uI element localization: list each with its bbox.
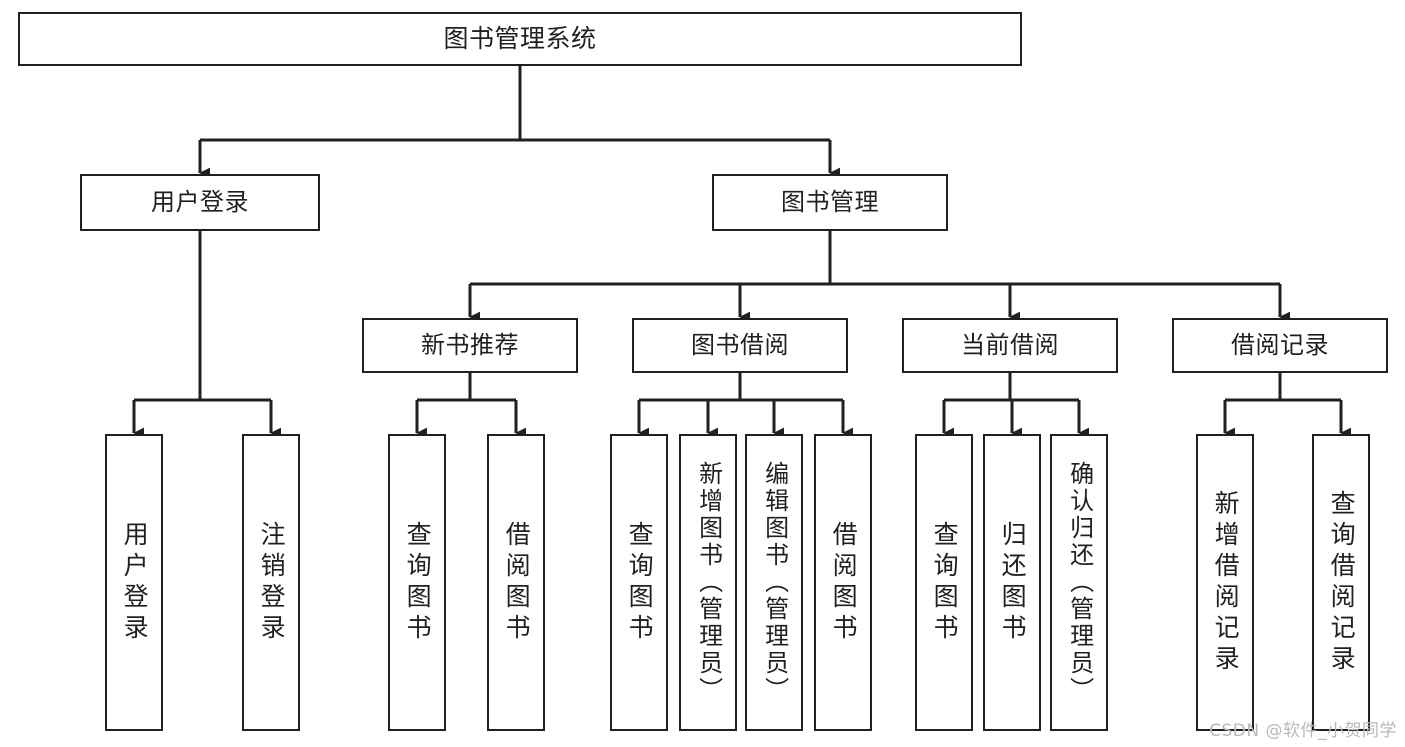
node-leaf-borrow-book-2-label: 借阅图书 <box>829 520 859 645</box>
node-user-login-label: 用户登录 <box>151 188 249 217</box>
node-leaf-return-book-label: 归还图书 <box>998 520 1028 645</box>
node-leaf-add-book-label: 新增图书（管理员） <box>694 461 723 704</box>
node-leaf-user-login[interactable]: 用户登录 <box>105 434 163 731</box>
node-leaf-query-record[interactable]: 查询借阅记录 <box>1312 434 1370 731</box>
node-book-borrow[interactable]: 图书借阅 <box>632 318 848 373</box>
node-leaf-confirm-return[interactable]: 确认归还（管理员） <box>1050 434 1108 731</box>
node-leaf-confirm-return-label: 确认归还（管理员） <box>1065 461 1094 704</box>
node-leaf-return-book[interactable]: 归还图书 <box>983 434 1041 731</box>
node-leaf-query-book-2-label: 查询图书 <box>625 520 655 645</box>
node-borrow-record-label: 借阅记录 <box>1231 331 1329 360</box>
node-root[interactable]: 图书管理系统 <box>18 12 1022 66</box>
node-book-manage-label: 图书管理 <box>781 188 879 217</box>
node-leaf-add-book[interactable]: 新增图书（管理员） <box>679 434 737 731</box>
node-leaf-query-book-1[interactable]: 查询图书 <box>388 434 446 731</box>
node-leaf-add-record-label: 新增借阅记录 <box>1211 489 1241 676</box>
node-leaf-edit-book-label: 编辑图书（管理员） <box>760 461 789 704</box>
watermark-text: CSDN @软件_小贺同学 <box>1209 721 1397 741</box>
node-book-manage[interactable]: 图书管理 <box>712 174 948 231</box>
node-leaf-query-book-1-label: 查询图书 <box>403 520 433 645</box>
node-leaf-query-book-3-label: 查询图书 <box>930 520 960 645</box>
node-leaf-borrow-book-2[interactable]: 借阅图书 <box>814 434 872 731</box>
node-leaf-logout[interactable]: 注销登录 <box>242 434 300 731</box>
node-borrow-record[interactable]: 借阅记录 <box>1172 318 1388 373</box>
node-leaf-edit-book[interactable]: 编辑图书（管理员） <box>745 434 803 731</box>
node-leaf-query-book-3[interactable]: 查询图书 <box>915 434 973 731</box>
node-current-borrow-label: 当前借阅 <box>961 331 1059 360</box>
node-leaf-query-book-2[interactable]: 查询图书 <box>610 434 668 731</box>
node-current-borrow[interactable]: 当前借阅 <box>902 318 1118 373</box>
node-leaf-borrow-book-1[interactable]: 借阅图书 <box>487 434 545 731</box>
node-new-book-recommend[interactable]: 新书推荐 <box>362 318 578 373</box>
node-leaf-query-record-label: 查询借阅记录 <box>1327 489 1357 676</box>
node-leaf-add-record[interactable]: 新增借阅记录 <box>1196 434 1254 731</box>
node-book-borrow-label: 图书借阅 <box>691 331 789 360</box>
node-root-label: 图书管理系统 <box>443 24 597 54</box>
node-leaf-logout-label: 注销登录 <box>257 520 287 645</box>
node-user-login[interactable]: 用户登录 <box>80 174 320 231</box>
node-leaf-user-login-label: 用户登录 <box>120 520 150 645</box>
node-leaf-borrow-book-1-label: 借阅图书 <box>502 520 532 645</box>
node-new-book-recommend-label: 新书推荐 <box>421 331 519 360</box>
